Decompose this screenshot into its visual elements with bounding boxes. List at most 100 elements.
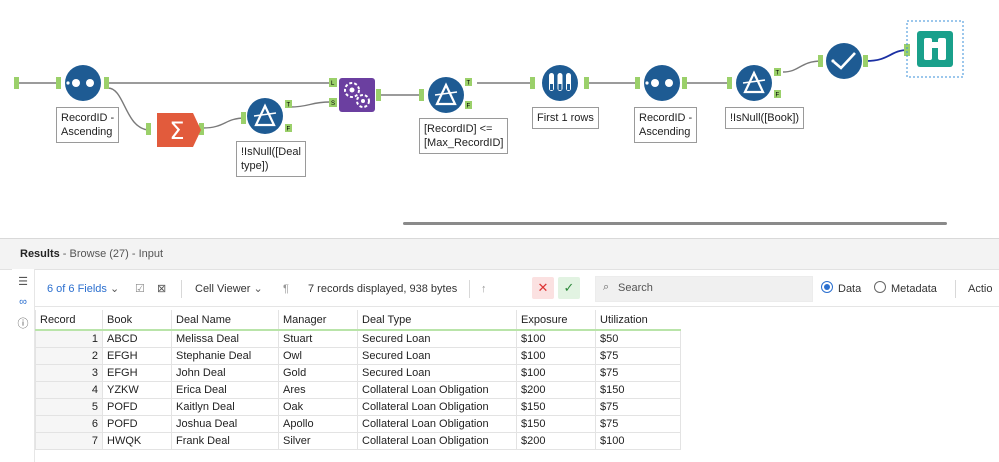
anchor-filter2-true[interactable]: [465, 78, 472, 86]
anchor-sort-in[interactable]: [56, 77, 61, 89]
record-number-cell[interactable]: 1: [35, 329, 103, 348]
table-cell[interactable]: $200: [516, 381, 596, 399]
table-cell[interactable]: $75: [595, 398, 681, 416]
column-header[interactable]: Exposure: [516, 310, 596, 331]
append-fields-tool-icon[interactable]: [339, 78, 375, 112]
table-cell[interactable]: Apollo: [278, 415, 358, 433]
table-cell[interactable]: Joshua Deal: [171, 415, 279, 433]
table-cell[interactable]: POFD: [102, 415, 172, 433]
anchor-browse-in[interactable]: [904, 44, 910, 56]
anchor-filter2-false[interactable]: [465, 101, 472, 109]
table-cell[interactable]: Collateral Loan Obligation: [357, 432, 517, 450]
record-number-cell[interactable]: 6: [35, 415, 103, 433]
table-cell[interactable]: EFGH: [102, 364, 172, 382]
table-cell[interactable]: POFD: [102, 398, 172, 416]
anchor-append-l[interactable]: [329, 78, 337, 87]
deselect-box-icon[interactable]: ⊠: [157, 283, 167, 295]
record-number-cell[interactable]: 2: [35, 347, 103, 365]
filter-tool-icon[interactable]: [247, 98, 283, 134]
help-icon[interactable]: ⓘ: [17, 318, 29, 330]
record-number-cell[interactable]: 3: [35, 364, 103, 382]
table-cell[interactable]: Gold: [278, 364, 358, 382]
connector-select-to-browse[interactable]: [865, 49, 909, 62]
anchor-sum-out[interactable]: [199, 123, 204, 135]
table-cell[interactable]: Secured Loan: [357, 364, 517, 382]
table-cell[interactable]: Collateral Loan Obligation: [357, 381, 517, 399]
table-cell[interactable]: Collateral Loan Obligation: [357, 398, 517, 416]
table-cell[interactable]: $75: [595, 415, 681, 433]
table-cell[interactable]: Oak: [278, 398, 358, 416]
column-header[interactable]: Deal Type: [357, 310, 517, 331]
workflow-canvas[interactable]: T F L S T F T F Σ: [0, 0, 999, 238]
anchor-input[interactable]: [14, 77, 19, 89]
anchor-sample-in[interactable]: [530, 77, 535, 89]
actions-menu[interactable]: Actio: [968, 283, 993, 295]
table-cell[interactable]: Melissa Deal: [171, 329, 279, 348]
anchor-filter3-false[interactable]: [774, 90, 781, 98]
cell-viewer-dropdown[interactable]: Cell Viewer ⌄: [195, 281, 263, 297]
table-cell[interactable]: $75: [595, 364, 681, 382]
anchor-filter3-in[interactable]: [727, 77, 732, 89]
anchor-sample-out[interactable]: [584, 77, 589, 89]
table-cell[interactable]: $150: [516, 415, 596, 433]
sort-tool-icon[interactable]: [644, 65, 680, 101]
table-cell[interactable]: $150: [595, 381, 681, 399]
anchor-filter1-in[interactable]: [241, 112, 246, 124]
anchor-filter1-false[interactable]: [285, 124, 292, 132]
table-cell[interactable]: $150: [516, 398, 596, 416]
table-cell[interactable]: Stephanie Deal: [171, 347, 279, 365]
checkbox-select-icon[interactable]: ☑: [135, 283, 145, 295]
binoculars-icon[interactable]: ∞: [19, 296, 27, 308]
connector-sort-to-summarize[interactable]: [107, 87, 151, 131]
anchor-sort2-in[interactable]: [635, 77, 640, 89]
anchor-filter3-true[interactable]: [774, 68, 781, 76]
anchor-select-out[interactable]: [863, 55, 868, 67]
pilcrow-icon[interactable]: ¶: [283, 283, 289, 295]
anchor-select-in[interactable]: [818, 55, 823, 67]
connector-filter3-to-select[interactable]: [782, 60, 823, 73]
table-cell[interactable]: John Deal: [171, 364, 279, 382]
list-icon[interactable]: ☰: [18, 276, 28, 288]
canvas-horizontal-scrollbar[interactable]: [403, 222, 947, 225]
table-cell[interactable]: Silver: [278, 432, 358, 450]
table-cell[interactable]: ABCD: [102, 329, 172, 348]
table-cell[interactable]: HWQK: [102, 432, 172, 450]
table-cell[interactable]: $50: [595, 329, 681, 348]
anchor-filter2-in[interactable]: [419, 89, 424, 101]
record-number-cell[interactable]: 4: [35, 381, 103, 399]
table-cell[interactable]: Secured Loan: [357, 347, 517, 365]
filter-tool-icon[interactable]: [428, 77, 464, 113]
data-radio[interactable]: [821, 281, 833, 293]
anchor-sort2-out[interactable]: [682, 77, 687, 89]
fields-dropdown[interactable]: 6 of 6 Fields ⌄: [47, 281, 119, 297]
cancel-icon[interactable]: ✕: [532, 277, 554, 299]
anchor-append-s[interactable]: [329, 98, 337, 107]
browse-tool-icon[interactable]: [906, 20, 964, 78]
table-cell[interactable]: $200: [516, 432, 596, 450]
sort-tool-icon[interactable]: [65, 65, 101, 101]
select-tool-icon[interactable]: [826, 43, 862, 79]
anchor-sum-in[interactable]: [146, 123, 151, 135]
column-header[interactable]: Book: [102, 310, 172, 331]
table-cell[interactable]: Secured Loan: [357, 329, 517, 348]
column-header[interactable]: Utilization: [595, 310, 680, 331]
record-number-cell[interactable]: 7: [35, 432, 103, 450]
record-number-cell[interactable]: 5: [35, 398, 103, 416]
table-cell[interactable]: Stuart: [278, 329, 358, 348]
column-header[interactable]: Deal Name: [171, 310, 279, 331]
apply-check-icon[interactable]: ✓: [558, 277, 580, 299]
sort-arrow-icon[interactable]: ↑: [481, 283, 487, 295]
column-header[interactable]: Manager: [278, 310, 358, 331]
table-cell[interactable]: Ares: [278, 381, 358, 399]
table-cell[interactable]: $100: [516, 364, 596, 382]
table-cell[interactable]: Owl: [278, 347, 358, 365]
table-cell[interactable]: $100: [516, 347, 596, 365]
table-cell[interactable]: EFGH: [102, 347, 172, 365]
connector-filter-to-append-s[interactable]: [289, 101, 331, 108]
search-input[interactable]: ⌕ Search: [595, 276, 813, 302]
